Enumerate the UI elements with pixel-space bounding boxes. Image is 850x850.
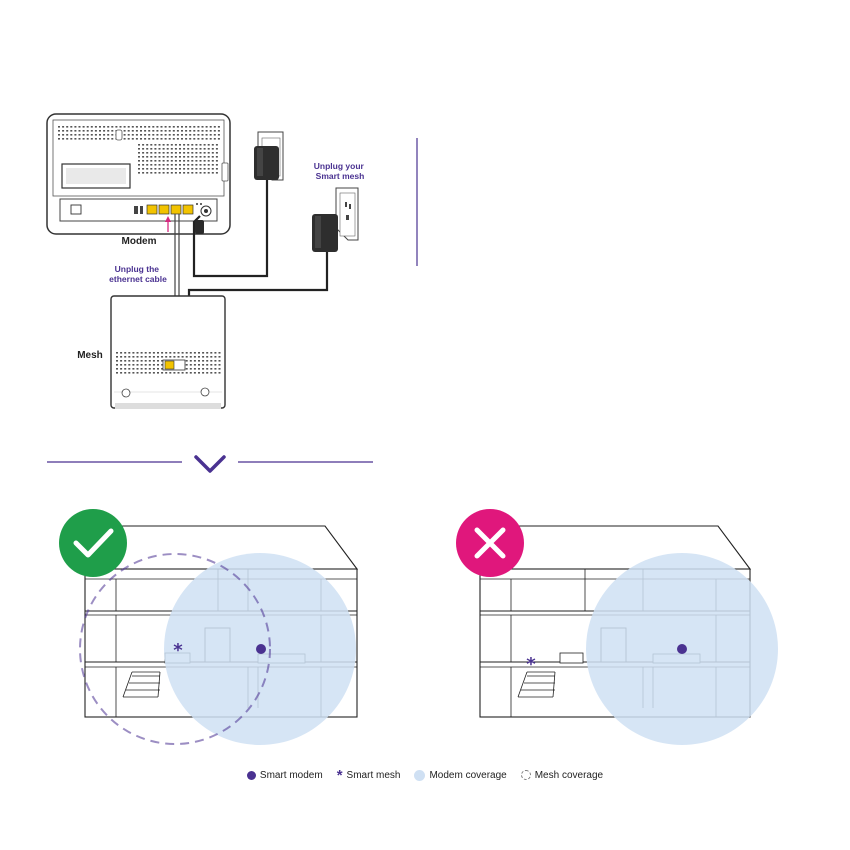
label-mesh: Mesh	[77, 350, 103, 361]
section-divider	[47, 457, 373, 471]
smart-modem-marker	[677, 644, 687, 654]
mesh-device	[111, 296, 225, 409]
svg-text:Unplug your Smart mesh: Unplug your Smart mesh	[314, 161, 366, 181]
mesh-power-adapter	[312, 188, 358, 252]
label-unplug-ethernet-1: Unplug the	[115, 264, 160, 274]
house-correct-placement: *	[59, 509, 357, 745]
label-unplug-ethernet-2: ethernet cable	[109, 274, 167, 284]
legend-item-modem-coverage: Modem coverage	[414, 770, 506, 781]
legend-label: Mesh coverage	[535, 770, 603, 781]
legend: Smart modem * Smart mesh Modem coverage …	[0, 765, 850, 785]
label-modem: Modem	[122, 236, 157, 247]
smart-mesh-marker: *	[173, 640, 183, 661]
purple-star-icon: *	[337, 771, 343, 780]
cross-badge	[456, 509, 524, 577]
chevron-down-icon	[196, 457, 224, 471]
legend-item-smart-mesh: * Smart mesh	[337, 770, 401, 781]
legend-item-mesh-coverage: Mesh coverage	[521, 770, 603, 781]
dashed-circle-icon	[521, 770, 531, 780]
legend-item-smart-modem: Smart modem	[247, 770, 323, 781]
light-blue-circle-icon	[414, 770, 425, 781]
smart-mesh-marker: *	[526, 654, 536, 675]
modem-device	[47, 114, 230, 234]
svg-text:Unplug the ethernet cabl: Unplug the ethernet cable	[109, 264, 167, 284]
purple-dot-icon	[247, 771, 256, 780]
house-incorrect-placement: *	[456, 509, 778, 745]
legend-label: Smart mesh	[347, 770, 401, 781]
smart-modem-marker	[256, 644, 266, 654]
modem-power-adapter	[254, 132, 283, 180]
legend-label: Modem coverage	[429, 770, 506, 781]
label-unplug-mesh-1: Unplug your	[314, 161, 365, 171]
label-unplug-mesh-2: Smart mesh	[316, 171, 365, 181]
check-badge	[59, 509, 127, 577]
legend-label: Smart modem	[260, 770, 323, 781]
